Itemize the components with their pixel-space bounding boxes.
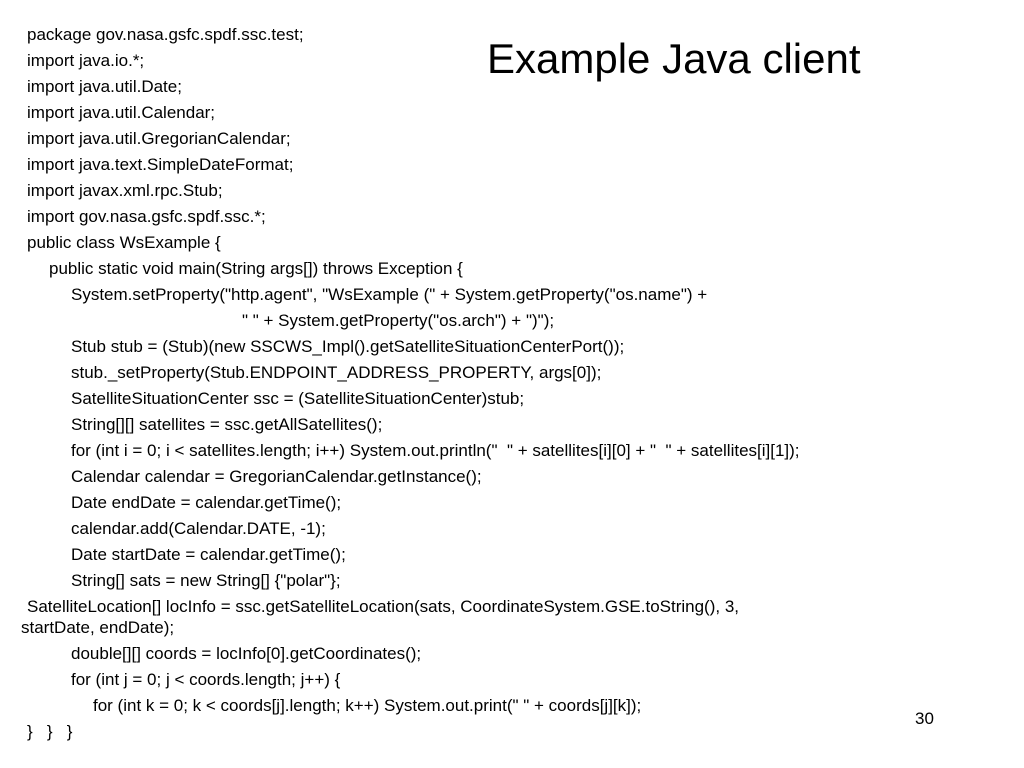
code-line: " " + System.getProperty("os.arch") + ")… <box>242 311 555 330</box>
code-line: Date startDate = calendar.getTime(); <box>71 545 346 564</box>
code-line: } } } <box>27 722 73 741</box>
page-number: 30 <box>915 709 934 728</box>
code-line: double[][] coords = locInfo[0].getCoordi… <box>71 644 422 663</box>
code-line: public static void main(String args[]) t… <box>49 259 463 278</box>
code-line: System.setProperty("http.agent", "WsExam… <box>71 285 708 304</box>
code-line: String[][] satellites = ssc.getAllSatell… <box>71 415 383 434</box>
code-line: public class WsExample { <box>27 233 221 252</box>
code-line: import java.util.GregorianCalendar; <box>27 129 291 148</box>
code-line: import gov.nasa.gsfc.spdf.ssc.*; <box>27 207 266 226</box>
code-line: import java.io.*; <box>27 51 145 70</box>
code-line: Date endDate = calendar.getTime(); <box>71 493 342 512</box>
code-line: SatelliteSituationCenter ssc = (Satellit… <box>71 389 525 408</box>
code-line: for (int k = 0; k < coords[j].length; k+… <box>93 696 642 715</box>
code-line: Calendar calendar = GregorianCalendar.ge… <box>71 467 482 486</box>
code-line-continuation: startDate, endDate); <box>21 618 175 637</box>
code-line: import java.util.Date; <box>27 77 182 96</box>
code-line: import java.text.SimpleDateFormat; <box>27 155 294 174</box>
code-line: for (int i = 0; i < satellites.length; i… <box>71 441 800 460</box>
code-line: import java.util.Calendar; <box>27 103 216 122</box>
code-line: SatelliteLocation[] locInfo = ssc.getSat… <box>27 597 739 616</box>
code-line: calendar.add(Calendar.DATE, -1); <box>71 519 326 538</box>
code-line: stub._setProperty(Stub.ENDPOINT_ADDRESS_… <box>71 363 602 382</box>
code-line: Stub stub = (Stub)(new SSCWS_Impl().getS… <box>71 337 625 356</box>
code-line: package gov.nasa.gsfc.spdf.ssc.test; <box>27 25 304 44</box>
code-line: for (int j = 0; j < coords.length; j++) … <box>71 670 341 689</box>
slide-title: Example Java client <box>487 35 861 82</box>
code-line: String[] sats = new String[] {"polar"}; <box>71 571 341 590</box>
code-listing: package gov.nasa.gsfc.spdf.ssc.test; imp… <box>21 22 987 745</box>
code-line: import javax.xml.rpc.Stub; <box>27 181 223 200</box>
code-line-wrapped: SatelliteLocation[] locInfo = ssc.getSat… <box>21 594 987 641</box>
